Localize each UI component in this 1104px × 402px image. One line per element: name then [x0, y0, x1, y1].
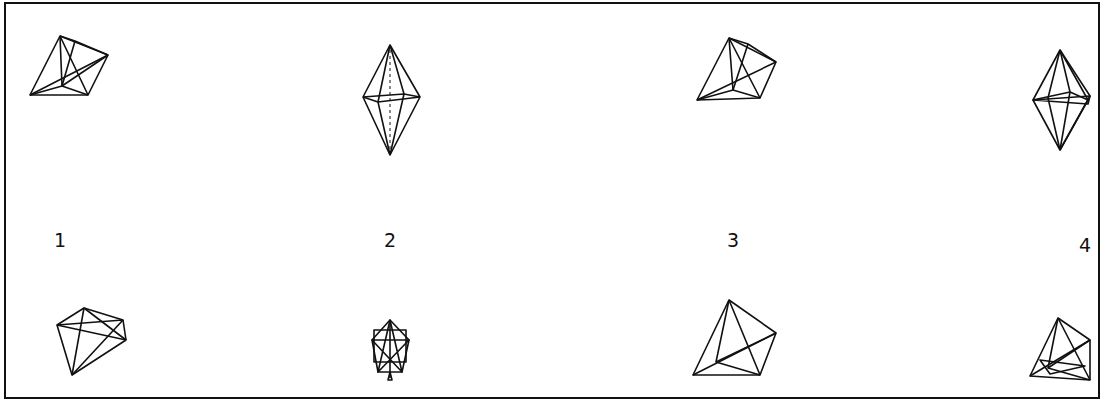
- polyhedron-figure: [697, 38, 776, 100]
- figure-number: 4: [1079, 236, 1091, 255]
- polyhedron-figure: [372, 320, 409, 380]
- polyhedron-figure: [57, 308, 126, 375]
- figure-number: 3: [727, 231, 739, 250]
- frame-border: [5, 3, 1099, 398]
- polyhedron-figure: [363, 45, 420, 155]
- polyhedron-figure: [1033, 50, 1090, 150]
- polyhedron-figure: [693, 300, 776, 375]
- figure-number: 2: [384, 231, 396, 250]
- figure-number: 1: [54, 231, 66, 250]
- polyhedron-figure: [30, 36, 108, 95]
- polyhedron-figure: [1030, 318, 1090, 380]
